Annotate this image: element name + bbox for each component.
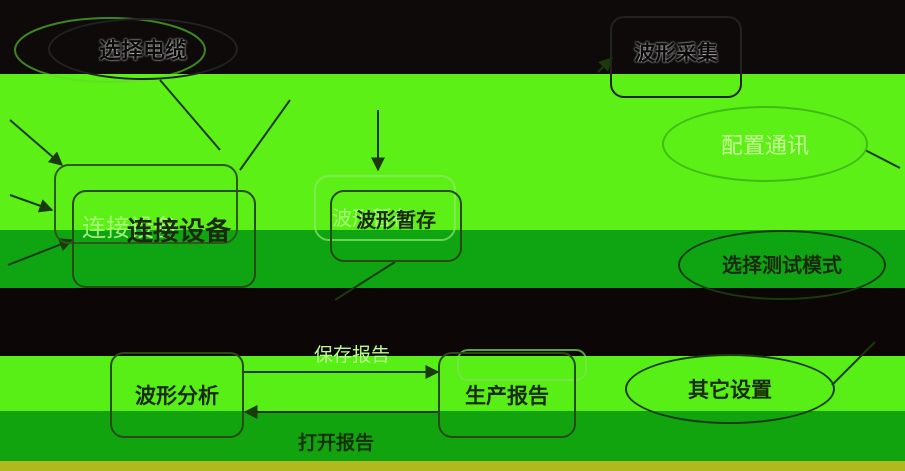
edge-cable-to-connect: [159, 79, 221, 151]
node-waveform-save-label: 波形暂存: [356, 207, 436, 232]
connect-device-ghost-rect: [54, 164, 238, 244]
node-config-comm-label: 配置通讯: [720, 134, 809, 159]
edge-connect-left-in: [7, 238, 74, 266]
edge-connect-to-capture: [239, 99, 291, 171]
edge-config-right: [864, 149, 901, 169]
node-waveform-save: 波形暂存: [330, 190, 462, 262]
edge-label-open-report: 打开报告: [298, 432, 375, 454]
node-waveform-save-ghost-label: 波形暂存: [332, 206, 412, 230]
node-waveform-analysis: 波形分析: [110, 352, 244, 438]
edge-left-to-connect-2: [9, 194, 54, 213]
node-select-cable-label: 选择电缆: [98, 39, 187, 64]
waveform-save-ghost-rect: [314, 175, 456, 241]
edge-capture-top: [597, 57, 613, 73]
node-waveform-capture: 波形采集: [610, 16, 742, 98]
node-select-test-mode: 选择测试模式: [678, 230, 886, 300]
node-config-comm: 配置通讯: [662, 106, 868, 182]
node-other-settings-label: 其它设置: [688, 378, 772, 402]
node-generate-report: 生产报告: [438, 352, 576, 438]
node-other-settings: 其它设置: [625, 354, 835, 424]
edge-other-right: [831, 341, 876, 386]
bottom-olive-band: [0, 461, 905, 471]
edge-left-to-connect: [9, 119, 64, 166]
node-waveform-capture-label: 波形采集: [634, 41, 718, 65]
edge-label-save-report: 保存报告: [314, 344, 391, 366]
report-ghost-rect: [457, 349, 587, 381]
node-connect-device-ghost-label: 连接设备: [82, 214, 178, 242]
node-connect-device: 连接设备: [72, 190, 256, 288]
node-connect-device-label: 连接设备: [126, 216, 231, 247]
node-waveform-analysis-label: 波形分析: [135, 384, 219, 408]
middle-dark-band: [0, 288, 905, 356]
node-select-test-mode-label: 选择测试模式: [722, 252, 842, 277]
edge-save-to-analysis: [334, 261, 396, 301]
node-generate-report-label: 生产报告: [465, 384, 549, 408]
node-select-cable: 选择电缆: [48, 18, 238, 80]
